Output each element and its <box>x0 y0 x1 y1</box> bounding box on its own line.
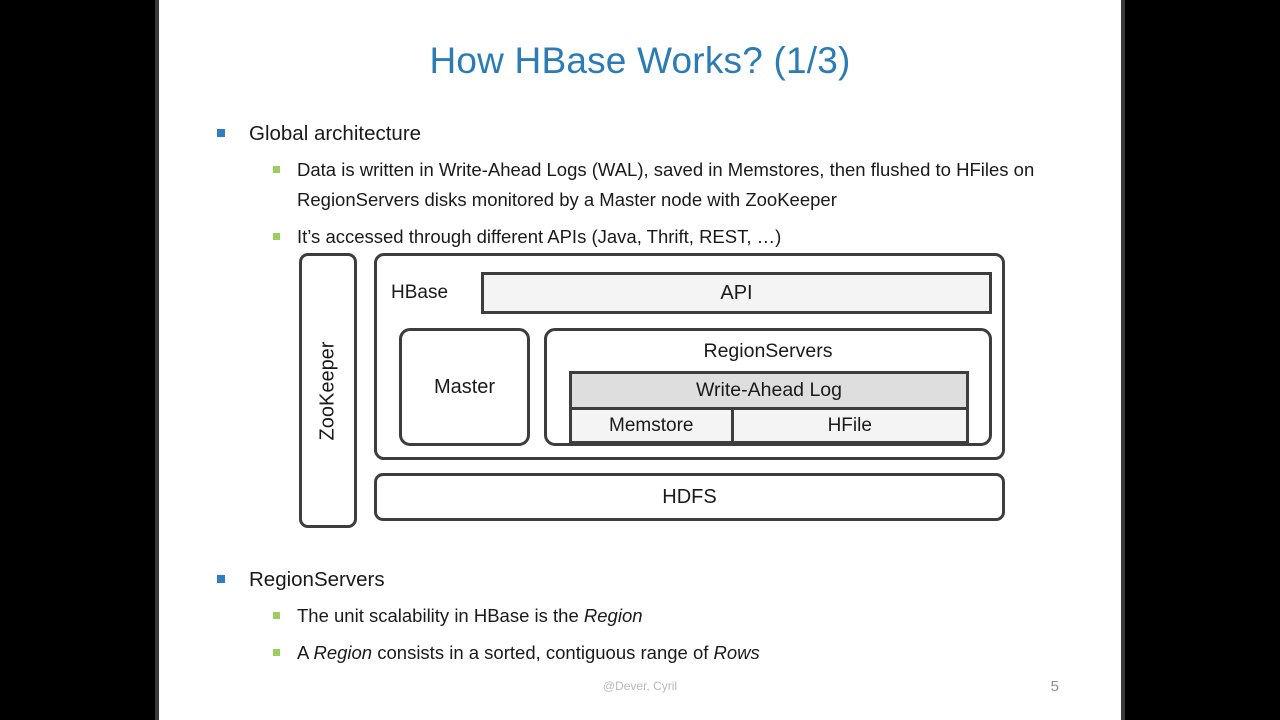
bullet-marker-blue-icon <box>217 129 225 137</box>
diagram-box-hbase: HBase API Master RegionServers Write-Ahe… <box>374 253 1005 460</box>
bullet-group-global-architecture: Global architecture Data is written in W… <box>211 120 1111 252</box>
bullet-level1-label: Global architecture <box>249 122 422 145</box>
diagram-row-memstore-hfile: Memstore HFile <box>572 410 966 441</box>
letterbox-edge-right <box>1121 0 1125 720</box>
bullet-marker-green-icon <box>273 233 280 240</box>
diagram-box-write-ahead-log: Write-Ahead Log <box>572 374 966 410</box>
diagram-box-hdfs: HDFS <box>374 473 1005 521</box>
bullet-level2-wal-flow: Data is written in Write-Ahead Logs (WAL… <box>211 155 1111 215</box>
bullet-group-regionservers: RegionServers The unit scalability in HB… <box>211 566 1111 668</box>
slide-canvas: How HBase Works? (1/3) Global architectu… <box>159 0 1121 720</box>
bullet-marker-green-icon <box>273 166 280 173</box>
page-title: How HBase Works? (1/3) <box>429 40 851 81</box>
bullet-marker-green-icon <box>273 612 280 619</box>
hbase-label: HBase <box>391 282 449 303</box>
hbase-architecture-diagram: ZooKeeper HBase API Master RegionServers… <box>299 253 1005 536</box>
bullet-marker-green-icon <box>273 649 280 656</box>
letterbox-bar-right <box>1125 0 1280 720</box>
bullet-level2-label: Data is written in Write-Ahead Logs (WAL… <box>297 159 1035 210</box>
diagram-box-master: Master <box>399 328 530 446</box>
bullet-level1-label: RegionServers <box>249 568 385 591</box>
bullet-level2-apis: It’s accessed through different APIs (Ja… <box>211 222 1111 252</box>
bullet-level2-region-rows: A Region consists in a sorted, contiguou… <box>211 638 1111 668</box>
regionservers-label: RegionServers <box>703 340 833 362</box>
bullet-level2-label: It’s accessed through different APIs (Ja… <box>297 226 782 247</box>
bullet-level1-global-architecture: Global architecture <box>211 120 1111 148</box>
diagram-box-zookeeper: ZooKeeper <box>299 253 357 528</box>
bullet-level2-label: A Region consists in a sorted, contiguou… <box>297 642 760 663</box>
diagram-box-api: API <box>481 272 992 314</box>
diagram-group-region-storage: Write-Ahead Log Memstore HFile <box>569 371 969 444</box>
footer-author: @Dever, Cyril <box>602 679 678 693</box>
zookeeper-label: ZooKeeper <box>316 341 339 440</box>
diagram-box-regionservers: RegionServers Write-Ahead Log Memstore H… <box>544 328 992 446</box>
diagram-box-memstore: Memstore <box>572 410 734 441</box>
bullet-level1-regionservers: RegionServers <box>211 566 1111 594</box>
bullet-marker-blue-icon <box>217 575 225 583</box>
diagram-box-hfile: HFile <box>827 414 872 436</box>
bullet-level2-unit-scalability: The unit scalability in HBase is the Reg… <box>211 601 1111 631</box>
bullet-level2-label: The unit scalability in HBase is the Reg… <box>297 605 643 626</box>
letterbox-bar-left <box>0 0 155 720</box>
footer-page-number: 5 <box>1050 678 1059 695</box>
letterbox-edge-left <box>155 0 159 720</box>
